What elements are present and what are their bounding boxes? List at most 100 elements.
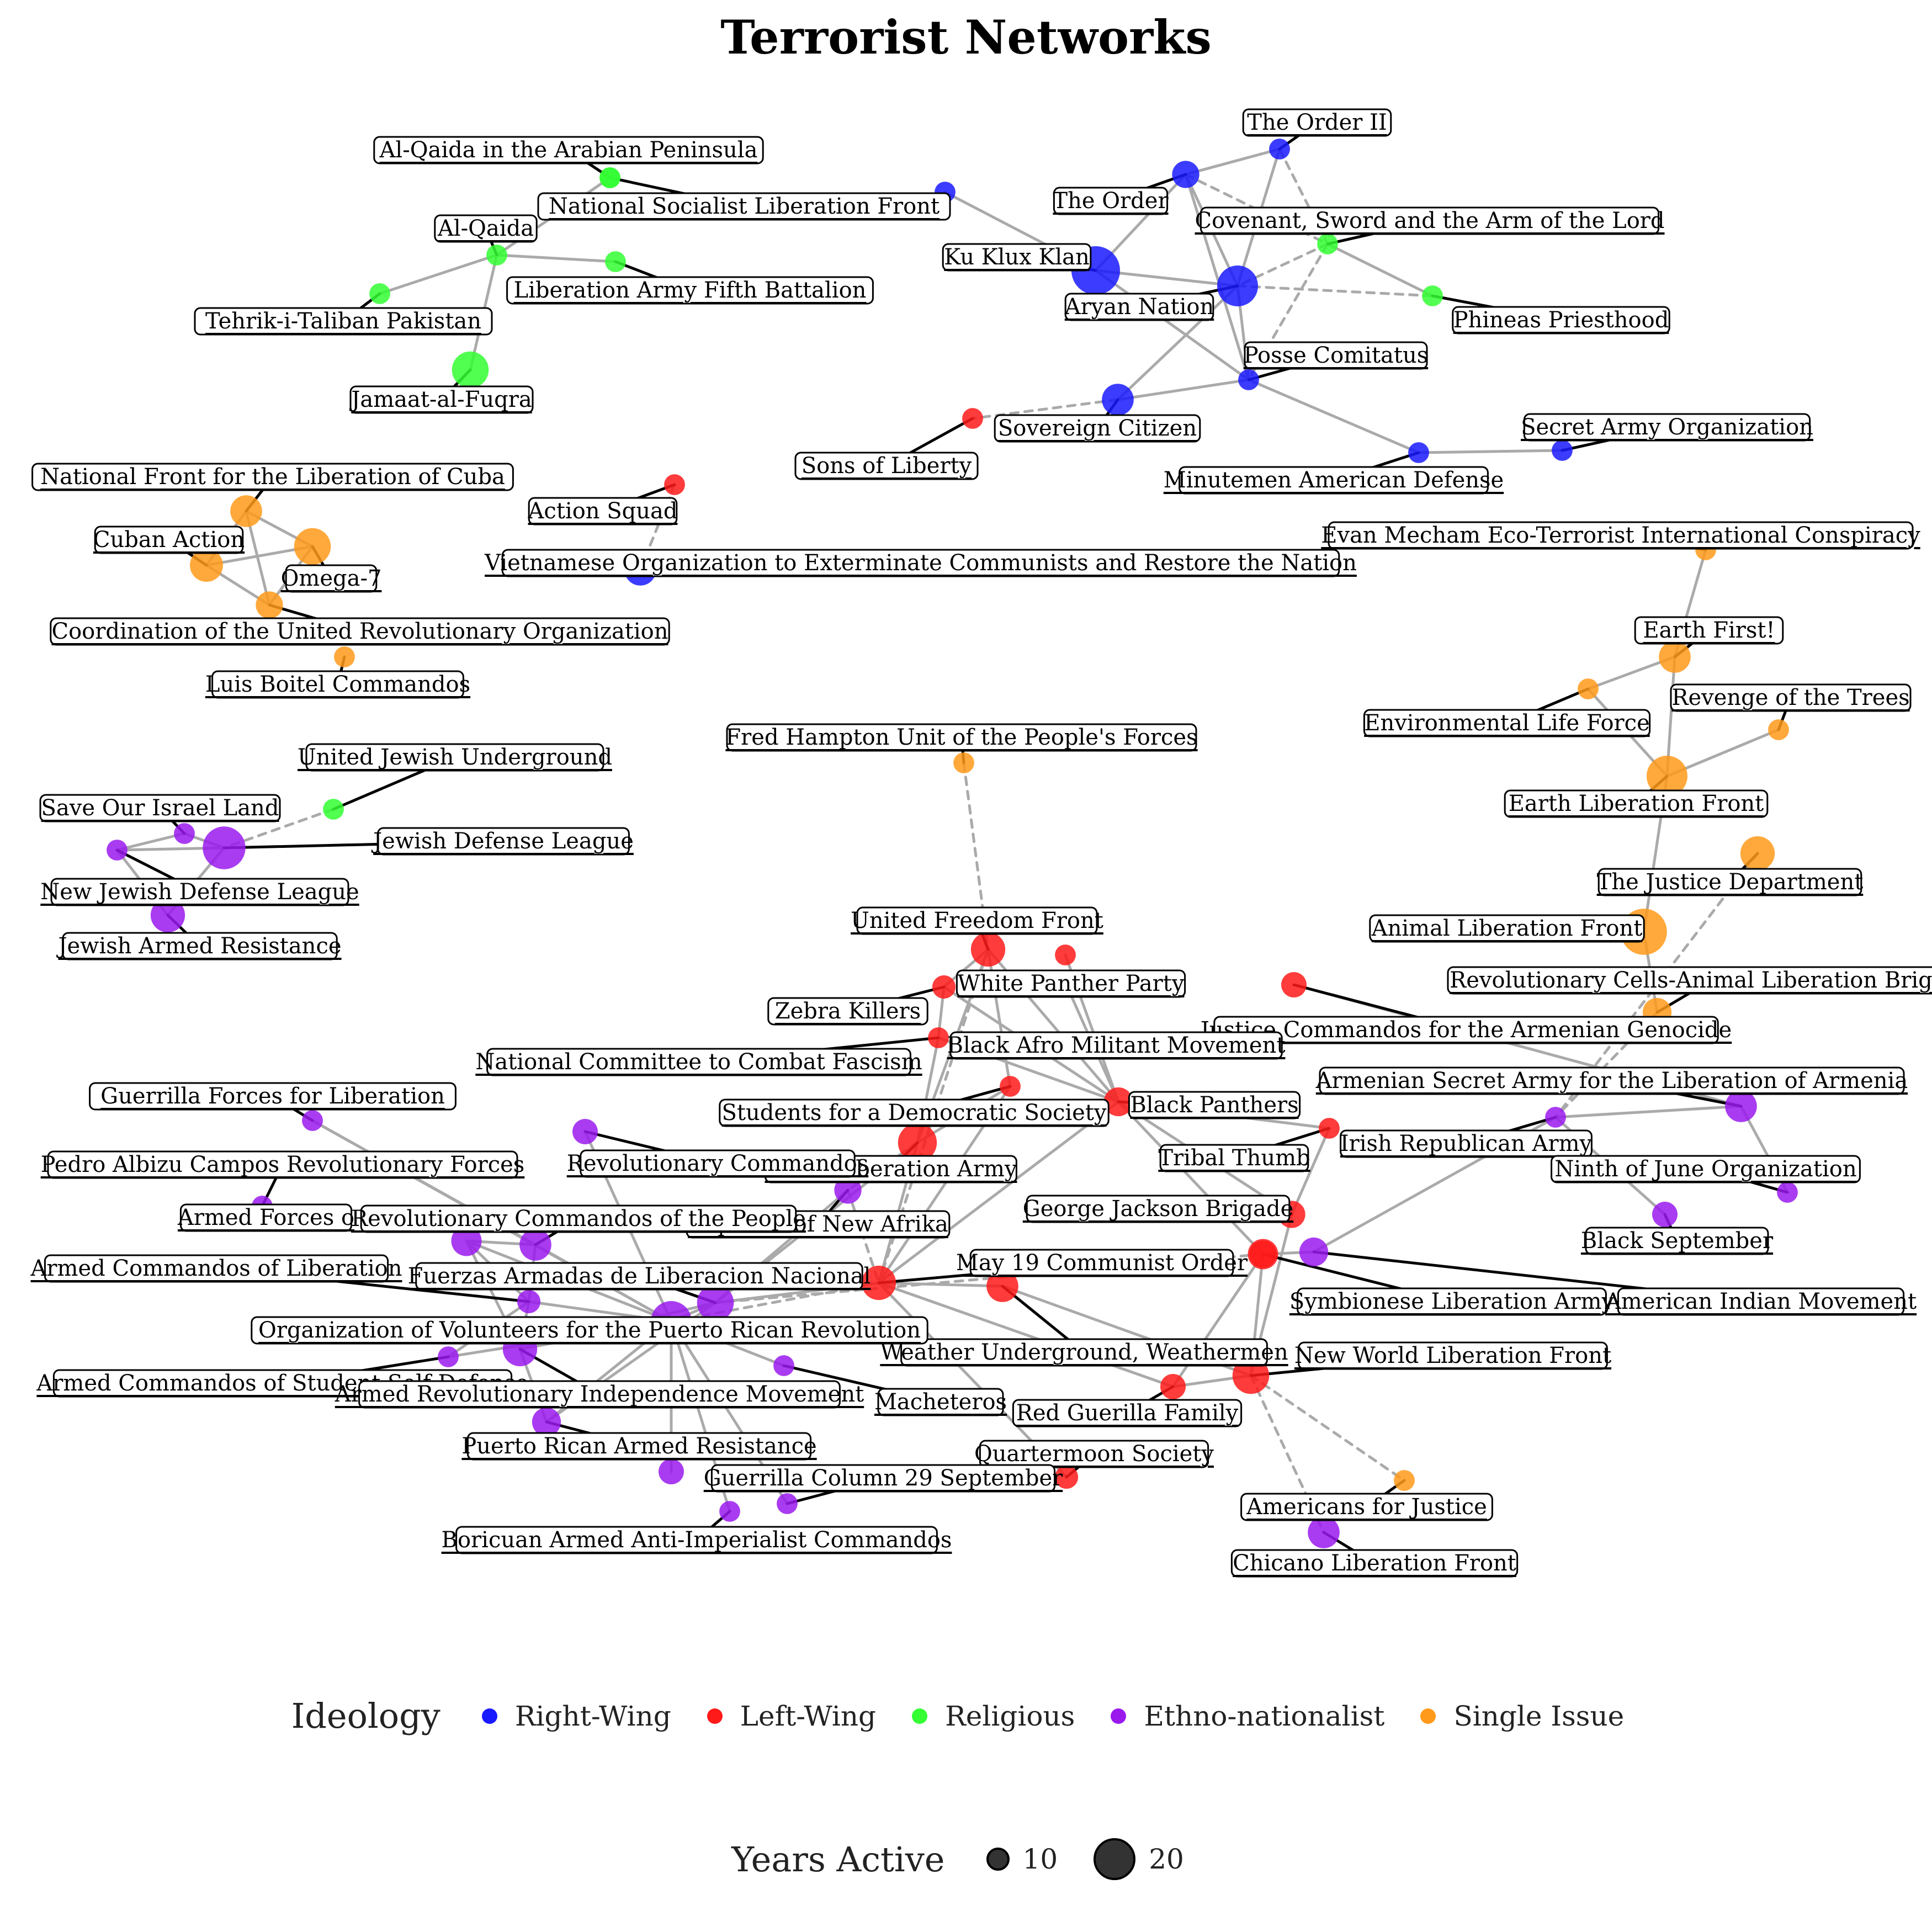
node-label-text: Organization of Volunteers for the Puert… — [258, 1318, 921, 1343]
node-tt — [1319, 1118, 1340, 1139]
node-bp — [1103, 1087, 1133, 1117]
node-rot — [1768, 719, 1789, 740]
node-label-text: Irish Republican Army — [1340, 1131, 1593, 1156]
node-label: The Order — [1053, 187, 1169, 215]
node-aim — [1299, 1237, 1329, 1267]
node-jar — [150, 898, 185, 933]
node-asala — [1725, 1090, 1757, 1122]
network-edge — [1184, 147, 1281, 176]
node-label-box — [194, 307, 493, 336]
node-label: American Indian Movement — [1605, 1287, 1917, 1316]
node-label: Secret Army Organization — [1521, 413, 1813, 442]
node-csal — [1317, 233, 1338, 254]
node-label-text: Students for a Democratic Society — [721, 1100, 1106, 1126]
node-label-box — [1244, 341, 1428, 370]
network-edge — [1247, 378, 1420, 454]
node-label-text: Revolutionary Commandos — [567, 1151, 868, 1176]
node-label-box — [486, 1048, 911, 1076]
figure-title: Terrorist Networks — [720, 10, 1212, 65]
legend-item-left-wing: Left-Wing — [707, 1700, 876, 1732]
node-label-box — [305, 743, 604, 772]
node-label-box — [1319, 1066, 1905, 1095]
node-label-text: United Jewish Underground — [298, 745, 612, 770]
node-label-text: Revenge of the Trees — [1671, 685, 1909, 710]
node-label: Guerrilla Forces for Liberation — [89, 1082, 457, 1111]
node-label-text: United Freedom Front — [851, 908, 1103, 933]
node-label-box — [1452, 306, 1670, 335]
node-label: Jewish Armed Resistance — [56, 932, 342, 960]
network-edge — [877, 1100, 1120, 1285]
network-edge-dashed — [1554, 1011, 1659, 1119]
node-label-box — [719, 1098, 1110, 1127]
size-swatch — [986, 1848, 1010, 1871]
size-label: 20 — [1149, 1843, 1184, 1875]
node-sol2 — [174, 823, 195, 844]
node-label: Students for a Democratic Society — [719, 1098, 1110, 1127]
node-label-text: Puerto Rican Armed Resistance — [461, 1434, 816, 1459]
node-label-box — [969, 1249, 1234, 1277]
legend-label: Right-Wing — [514, 1700, 671, 1732]
legend-swatch — [707, 1708, 723, 1724]
node-label-box — [1026, 1195, 1291, 1223]
node-label-text: American Indian Movement — [1605, 1289, 1917, 1314]
legend-item-right-wing: Right-Wing — [481, 1700, 671, 1732]
node-label-box — [1298, 1341, 1608, 1370]
size-label: 10 — [1022, 1843, 1058, 1875]
node-label-box — [877, 1388, 1004, 1416]
node-label-box — [506, 276, 874, 305]
node-label-text: Black September — [1581, 1228, 1774, 1254]
node-label-box — [1340, 1129, 1593, 1158]
node-label-text: Jewish Armed Resistance — [56, 933, 341, 959]
node-label-box — [466, 1432, 812, 1461]
node-label-box — [1504, 789, 1769, 818]
network-edge — [1184, 173, 1250, 381]
node-bla — [898, 1123, 937, 1163]
node-label-box — [94, 526, 244, 554]
node-label-box — [1597, 868, 1862, 896]
node-acl — [517, 1289, 541, 1314]
node-label-box — [767, 997, 928, 1026]
node-label-text: Al-Qaida — [437, 216, 534, 241]
node-label-text: Omega-7 — [281, 566, 382, 591]
node-label-box — [47, 1150, 518, 1179]
node-label-box — [1447, 966, 1932, 995]
legend-label: Left-Wing — [740, 1700, 877, 1732]
node-label-box — [1297, 1287, 1607, 1316]
node-label: Black Panthers — [1128, 1091, 1301, 1119]
node-label: Vietnamese Organization to Exterminate C… — [484, 549, 1357, 577]
node-uff — [970, 932, 1006, 967]
ideology-legend: Ideology Right-Wing Left-Wing Religious … — [0, 1696, 1932, 1736]
network-edge-dashed — [1236, 242, 1329, 288]
node-label: Macheteros — [874, 1388, 1007, 1416]
node-nflc — [230, 495, 262, 527]
node-label-box — [89, 1082, 457, 1111]
node-label: Quartermoon Society — [974, 1440, 1214, 1468]
node-label-text: Liberation Army Fifth Battalion — [514, 278, 867, 303]
node-label: Aryan Nation — [1064, 293, 1214, 321]
node-label-box — [31, 463, 514, 491]
node-label-text: Revolutionary Commandos of the People — [351, 1206, 806, 1232]
node-label-box — [537, 192, 951, 221]
node-label-text: Fuerzas Armadas de Liberacion Nacional — [408, 1264, 871, 1289]
node-label-box — [942, 243, 1092, 272]
node-sds — [1000, 1076, 1021, 1097]
node-en1 — [659, 1459, 684, 1484]
node-label: Covenant, Sword and the Arm of the Lord — [1195, 206, 1665, 235]
node-label-text: Macheteros — [874, 1389, 1007, 1415]
node-label-text: New World Liberation Front — [1294, 1343, 1611, 1368]
node-label: Liberation Army Fifth Battalion — [506, 276, 874, 305]
node-label-box — [179, 1203, 353, 1232]
network-edge — [877, 1281, 1175, 1388]
node-label-text: Evan Mecham Eco-Terrorist International … — [1321, 523, 1920, 548]
node-qs — [1054, 1465, 1079, 1489]
network-edge — [1290, 1127, 1331, 1216]
legend-swatch — [912, 1708, 928, 1724]
network-edge — [115, 832, 186, 852]
node-label: United Jewish Underground — [298, 743, 612, 772]
node-bs — [1652, 1202, 1678, 1227]
node-label: Ninth of June Organization — [1551, 1155, 1861, 1183]
node-label-box — [434, 214, 538, 243]
network-edge — [1554, 1105, 1743, 1119]
node-label-text: National Committee to Combat Fascism — [475, 1049, 922, 1075]
